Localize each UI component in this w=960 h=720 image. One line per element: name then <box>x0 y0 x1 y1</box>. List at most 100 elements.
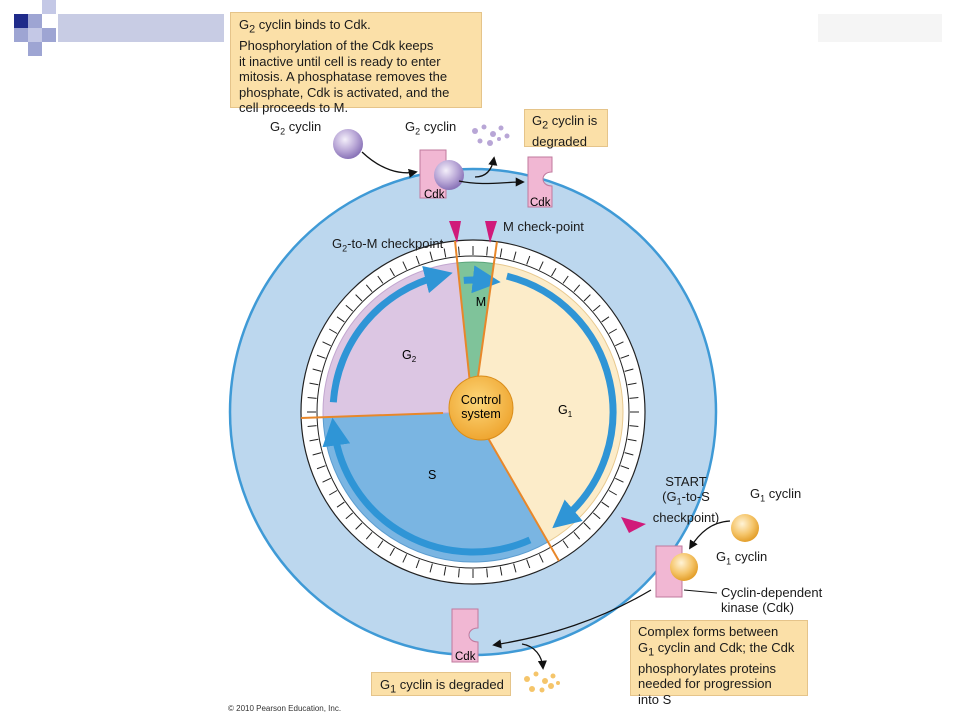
g1-cyclin-fragments <box>524 671 560 693</box>
g2-cyclin-degraded-note: G2 cyclin is degraded <box>524 109 608 149</box>
tick-mark <box>312 368 322 372</box>
control-system-circle <box>448 375 514 441</box>
slide-title-bar <box>58 14 224 42</box>
tick-mark <box>345 512 354 520</box>
s-phase-sector <box>322 411 549 563</box>
tick-mark <box>526 255 531 265</box>
control-system-label-1: Control <box>461 393 501 407</box>
g2-binding-arrow <box>361 151 418 178</box>
g2-phase-label: G2 <box>402 348 417 364</box>
tick-mark <box>615 477 624 483</box>
tick-mark <box>322 341 331 347</box>
tick-mark <box>389 267 395 277</box>
g1-cyclin-degraded-note: G1 cyclin is degraded <box>371 672 511 696</box>
g2-cyclin-bound-label: G2 cyclin <box>405 119 457 137</box>
tick-mark <box>309 382 319 386</box>
g1-cyclin-free-label: G1 cyclin <box>750 486 802 504</box>
s-g2-boundary-line <box>301 412 444 420</box>
tick-mark <box>309 438 319 442</box>
tick-mark <box>608 490 618 496</box>
cdk-bottom-shape <box>451 608 479 663</box>
g1-degrade-arrow <box>521 643 547 670</box>
tick-mark <box>562 540 569 549</box>
tick-mark <box>429 563 433 573</box>
cdk-bottom-label: Cdk <box>455 651 476 663</box>
tick-mark <box>573 531 581 540</box>
tick-mark <box>458 568 460 578</box>
tick-mark <box>562 275 569 284</box>
m-checkpoint-marker <box>485 221 497 243</box>
copyright-notice: © 2010 Pearson Education, Inc. <box>228 704 342 713</box>
tick-mark <box>458 246 460 256</box>
tick-mark <box>328 328 338 334</box>
tick-mark <box>538 554 544 563</box>
tick-mark <box>402 554 408 563</box>
start-checkpoint-marker <box>621 517 646 533</box>
g2-release-arrow <box>458 177 525 187</box>
slide-corner-decoration <box>0 0 75 60</box>
tick-mark <box>429 251 433 261</box>
tick-mark <box>316 465 326 470</box>
tick-mark <box>336 316 345 323</box>
tick-mark <box>583 294 591 302</box>
g2-cyclin-fragments <box>472 124 510 146</box>
tick-mark <box>629 397 639 399</box>
tick-mark <box>377 275 384 284</box>
tick-mark <box>402 261 408 270</box>
tick-mark <box>328 490 338 496</box>
g1-cyclin-bound <box>670 553 698 581</box>
tick-mark <box>620 354 630 359</box>
tick-mark <box>355 294 363 302</box>
m-phase-label: M <box>476 295 486 309</box>
g2-cyclin-free <box>333 129 363 159</box>
s-phase-label: S <box>428 468 436 482</box>
tick-mark <box>499 248 503 258</box>
tick-mark <box>486 568 488 578</box>
cycle-arrow-arc <box>463 265 501 294</box>
tick-mark <box>322 477 331 483</box>
start-checkpoint-line <box>487 437 560 562</box>
g2m-checkpoint-label: G2-to-M checkpoint <box>332 236 444 254</box>
g1-release-arrow <box>492 589 652 649</box>
g2-cyclin-free-label: G2 cyclin <box>270 119 322 137</box>
start-checkpoint-label: START (G1-to-S checkpoint) <box>652 474 720 525</box>
tick-mark <box>627 438 637 442</box>
tick-mark <box>513 251 517 261</box>
g2m-checkpoint-marker <box>449 221 461 243</box>
m-checkpoint-line <box>476 241 498 383</box>
complex-forms-note: Complex forms between G1 cyclin and Cdk;… <box>630 620 808 707</box>
tick-mark <box>443 248 447 258</box>
tick-mark <box>365 531 373 540</box>
tick-mark <box>486 246 488 256</box>
tick-mark <box>624 452 634 456</box>
tick-mark <box>592 304 601 312</box>
tick-mark <box>389 547 395 557</box>
g1-phase-label: G1 <box>558 403 573 419</box>
g1-cyclin-bound-label: G1 cyclin <box>716 549 768 567</box>
g2-cyclin-bound <box>434 160 464 190</box>
slide-title-bar-right <box>818 14 942 42</box>
tick-mark <box>624 368 634 372</box>
tick-mark <box>499 566 503 576</box>
g2m-checkpoint-line <box>454 240 471 383</box>
tick-marks <box>307 246 639 578</box>
tick-mark <box>415 559 420 569</box>
cycle-arrow-arc <box>506 272 617 529</box>
cdk-full-name-label: Cyclin-dependent kinase (Cdk) <box>721 585 823 615</box>
tick-mark <box>415 255 420 265</box>
cdk-top-right-shape <box>527 156 553 208</box>
g2-degrade-arrow <box>474 156 498 178</box>
cdk-top-right-label: Cdk <box>530 197 551 209</box>
tick-mark <box>627 382 637 386</box>
tick-mark <box>513 563 517 573</box>
tick-mark <box>355 522 363 530</box>
tick-mark <box>620 465 630 470</box>
tick-mark <box>307 425 317 427</box>
tick-mark <box>573 284 581 293</box>
control-system-label-2: system <box>461 407 501 421</box>
cdk-top-label: Cdk <box>424 189 445 201</box>
cycle-arrow-arc <box>322 417 532 556</box>
tick-mark <box>608 328 618 334</box>
tick-mark <box>601 316 610 323</box>
